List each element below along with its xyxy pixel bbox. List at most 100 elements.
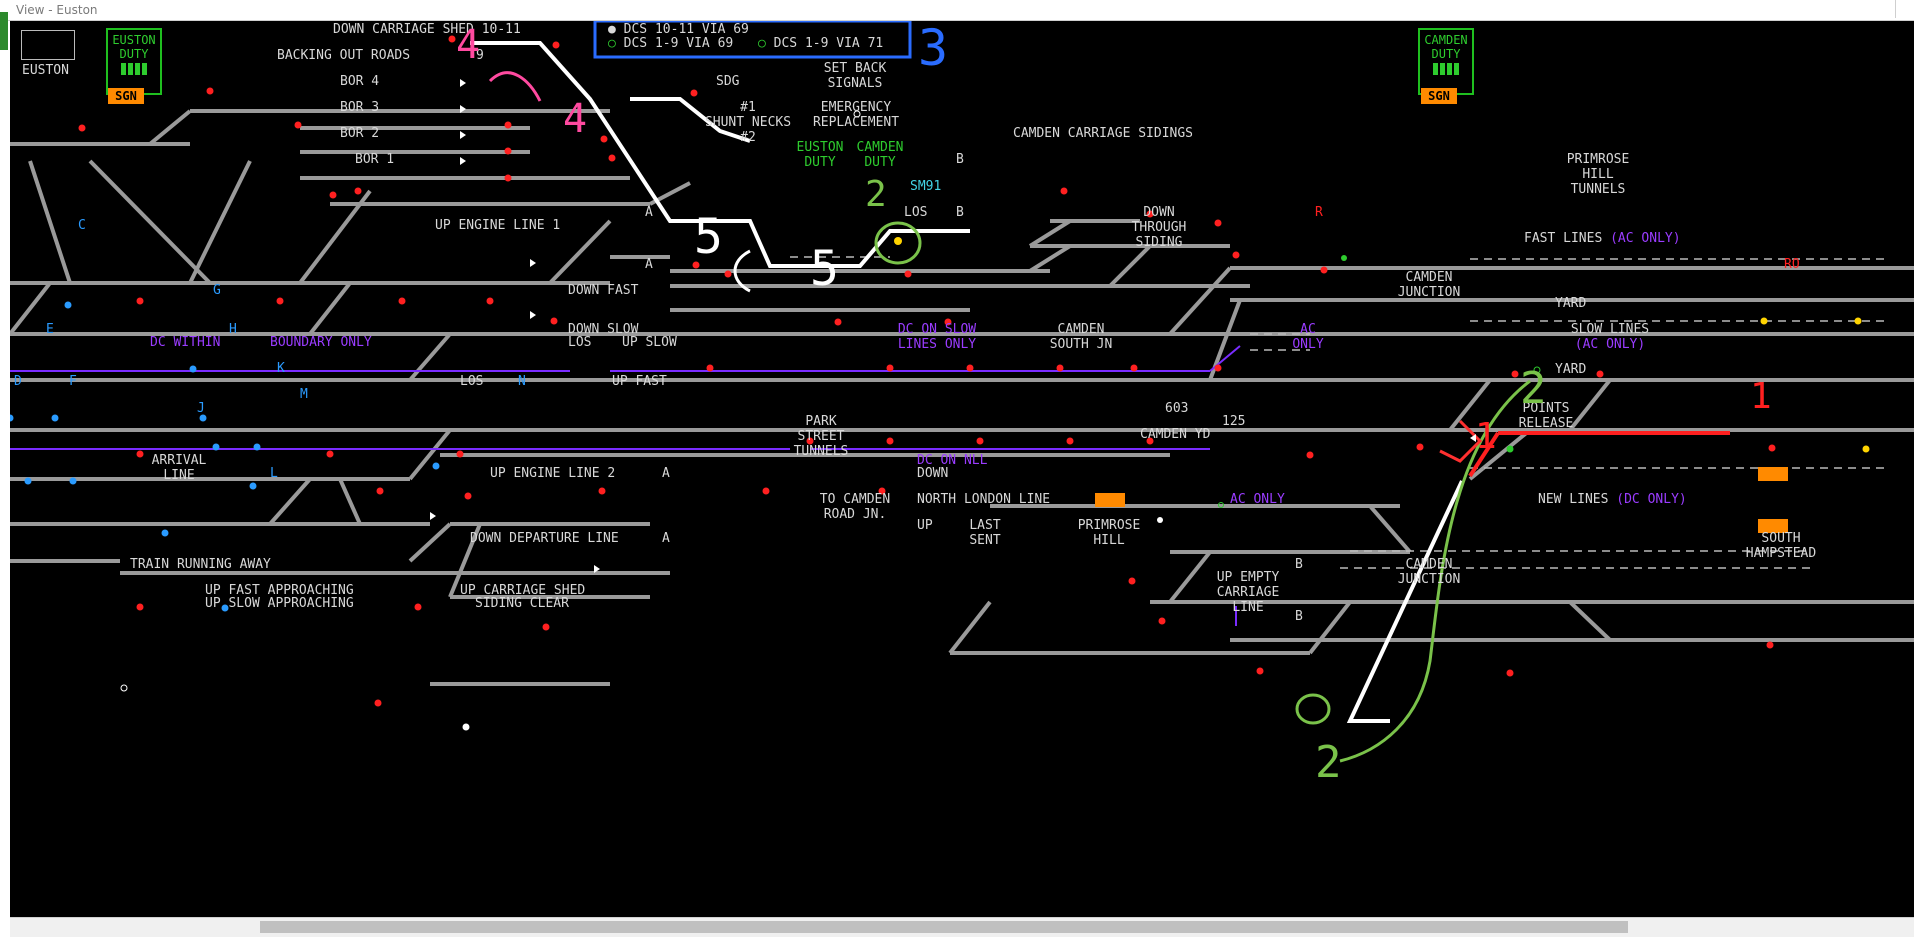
yard-label-1: YARD <box>1555 296 1587 311</box>
fast-lines-label: FAST LINES (AC ONLY) <box>1524 231 1681 246</box>
scrollbar-thumb[interactable] <box>260 921 1628 933</box>
signalling-diagram[interactable]: EUSTON EUSTON DUTY SGN CAMDEN DUTY SGN ●… <box>10 21 1914 917</box>
horizontal-scrollbar[interactable] <box>10 917 1914 937</box>
track-circuit-d: D <box>14 374 22 389</box>
ro-indicator: RO <box>1784 257 1800 272</box>
window-close-button[interactable] <box>1895 0 1914 18</box>
signal-603-label: 603 <box>1165 401 1189 416</box>
track-layout <box>10 21 1914 763</box>
annotation-2-right: 2 <box>1520 363 1547 414</box>
occupied-route <box>1468 431 1730 478</box>
annotation-1-right: 1 <box>1750 376 1772 417</box>
annotation-5-right: 5 <box>810 241 839 297</box>
legend-line-1: ● DCS 10-11 VIA 69 <box>608 22 749 37</box>
south-hampstead-occupancy-block <box>1758 519 1788 533</box>
track-circuit-n: N <box>518 374 526 389</box>
euston-duty-line2: DUTY <box>119 47 149 61</box>
indicator-lamps <box>120 110 1870 731</box>
dc-within-label: DC WITHIN <box>150 335 221 350</box>
dc-on-nll-label: DC ON NLL <box>917 453 988 468</box>
backing-out-roads-label: BACKING OUT ROADS <box>277 48 411 63</box>
dashed-lines <box>790 256 1890 569</box>
track-circuit-k: K <box>277 361 285 376</box>
direction-arrows <box>430 79 1476 573</box>
up-fast-approaching-label: UP FAST APPROACHING <box>205 583 354 598</box>
ac-only-line-label: AC ONLY <box>1230 492 1285 507</box>
euston-duty-box[interactable]: EUSTON DUTY <box>106 28 162 95</box>
euston-sgn-button[interactable]: SGN <box>108 88 144 104</box>
track-circuit-f: F <box>69 374 77 389</box>
annotation-1-left: 1 <box>1475 416 1497 457</box>
los-up-slow-label: LOS <box>568 335 592 350</box>
track-circuit-j: J <box>197 401 205 416</box>
slow-lines-label: SLOW LINES(AC ONLY) <box>1570 322 1650 352</box>
bor2-label: BOR 2 <box>340 126 380 141</box>
track-circuit-m: M <box>300 387 308 402</box>
euston-duty-line1: EUSTON <box>112 33 156 47</box>
annotation-5-left: 5 <box>694 209 723 265</box>
new-lines-occupancy-block <box>1758 467 1788 481</box>
north-london-line-label: NORTH LONDON LINE <box>917 492 1051 507</box>
signal-125-label: 125 <box>1222 414 1246 429</box>
track-circuit-e: E <box>46 322 54 337</box>
camden-sgn-button[interactable]: SGN <box>1421 88 1457 104</box>
window-title: View - Euston <box>16 3 98 17</box>
a-label-1: A <box>645 205 653 220</box>
a-label-3: A <box>662 466 670 481</box>
camden-duty-box[interactable]: CAMDEN DUTY <box>1418 28 1474 95</box>
down-label: DOWN <box>917 466 949 481</box>
nll-occupancy-block <box>1095 493 1125 507</box>
down-slow-label: DOWN SLOW <box>568 322 639 337</box>
up-engine-line-1-label: UP ENGINE LINE 1 <box>435 218 561 233</box>
window-edge-stub <box>0 12 8 50</box>
track-circuit-dots <box>10 301 440 612</box>
up-fast-label: UP FAST <box>612 374 667 389</box>
road-9-label: 9 <box>476 48 484 63</box>
tracks <box>10 109 1914 686</box>
camden-yd-label: CAMDEN YD <box>1140 427 1211 442</box>
camden-duty-line1: CAMDEN <box>1424 33 1468 47</box>
down-fast-label: DOWN FAST <box>568 283 639 298</box>
track-circuit-h: H <box>229 322 237 337</box>
sm91-label: SM91 <box>910 179 942 194</box>
euston-station-icon[interactable] <box>21 30 75 60</box>
r-indicator: R <box>1315 205 1323 220</box>
legend-line-2b: ○ DCS 1-9 VIA 71 <box>758 36 884 51</box>
b-label-2: B <box>956 205 964 220</box>
bor4-label: BOR 4 <box>340 74 380 89</box>
up-label: UP <box>917 518 933 533</box>
window-titlebar: View - Euston <box>0 0 1914 50</box>
b-label-3: B <box>1295 557 1303 572</box>
bor3-label: BOR 3 <box>340 100 380 115</box>
train-running-away-label: TRAIN RUNNING AWAY <box>130 557 271 572</box>
b-label-4: B <box>1295 609 1303 624</box>
up-slow-label: UP SLOW <box>622 335 677 350</box>
los-label-lower: LOS <box>460 374 484 389</box>
bor1-label: BOR 1 <box>355 152 395 167</box>
a-label-2: A <box>645 257 653 272</box>
new-lines-label: NEW LINES (DC ONLY) <box>1538 492 1687 507</box>
annotation-2-bottom: 2 <box>1315 737 1342 788</box>
track-circuit-l: L <box>270 466 278 481</box>
a-label-4: A <box>662 531 670 546</box>
set-routes <box>470 41 1464 723</box>
up-engine-line-2-label: UP ENGINE LINE 2 <box>490 466 616 481</box>
annotation-4-lower: 4 <box>563 96 588 142</box>
